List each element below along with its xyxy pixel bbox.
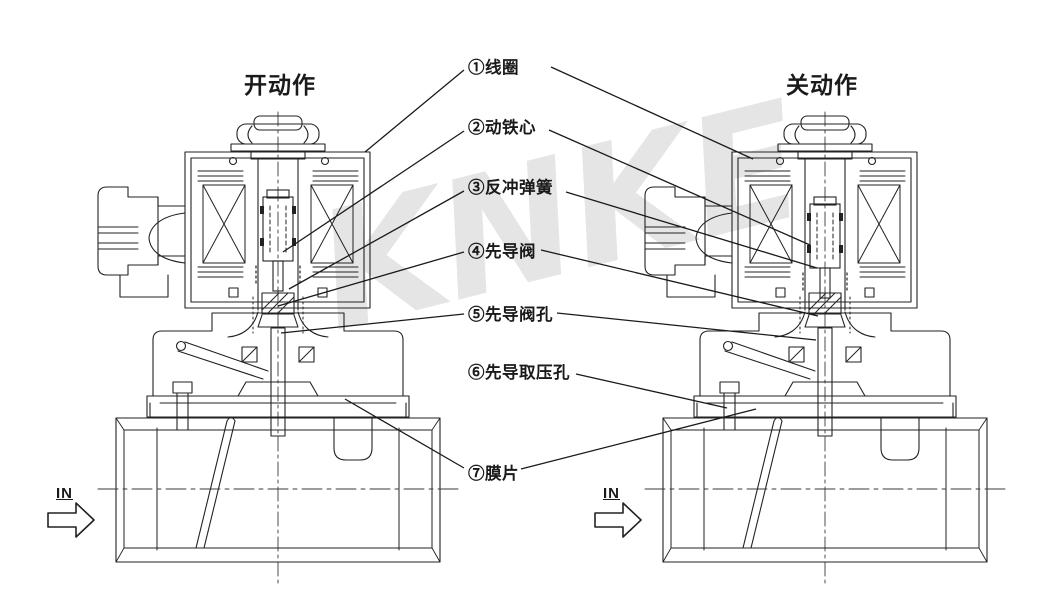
part-label-coil: ①线圈 <box>468 59 519 77</box>
leader-diaphragm-right <box>520 408 757 470</box>
right-diagram-title: 关动作 <box>786 72 858 98</box>
part-label-moving-core: ②动铁心 <box>468 119 536 137</box>
inlet-arrow-right <box>594 502 642 538</box>
leader-pilot-hole-left <box>280 313 465 334</box>
right-valve-drawing <box>644 111 1010 584</box>
leader-lines <box>277 66 819 470</box>
part-label-diaphragm: ⑦膜片 <box>468 465 519 483</box>
leader-pilot-valve-left <box>277 251 465 307</box>
part-label-recoil-spring: ③反冲弹簧 <box>468 179 553 197</box>
part-label-pilot-valve: ④先导阀 <box>468 243 536 261</box>
leader-pressure-hole-right <box>575 373 728 409</box>
part-label-pilot-valve-hole: ⑤先导阀孔 <box>468 306 553 324</box>
inlet-label-left: IN <box>56 485 73 502</box>
leader-pilot-valve-right <box>540 249 819 317</box>
leader-spring-left <box>288 190 465 290</box>
leader-pilot-hole-right <box>556 312 817 341</box>
left-valve-drawing <box>97 111 463 584</box>
leader-core-left <box>282 130 465 253</box>
leader-coil-right <box>550 66 754 160</box>
left-diagram-title: 开动作 <box>244 72 316 98</box>
leader-core-right <box>548 129 811 246</box>
inlet-arrow-left <box>47 502 95 538</box>
leader-coil-left <box>364 69 465 153</box>
leader-diaphragm-left <box>344 398 465 469</box>
inlet-label-right: IN <box>603 485 620 502</box>
part-label-pilot-pressure-hole: ⑥先导取压孔 <box>468 364 570 382</box>
leader-spring-right <box>565 191 818 269</box>
